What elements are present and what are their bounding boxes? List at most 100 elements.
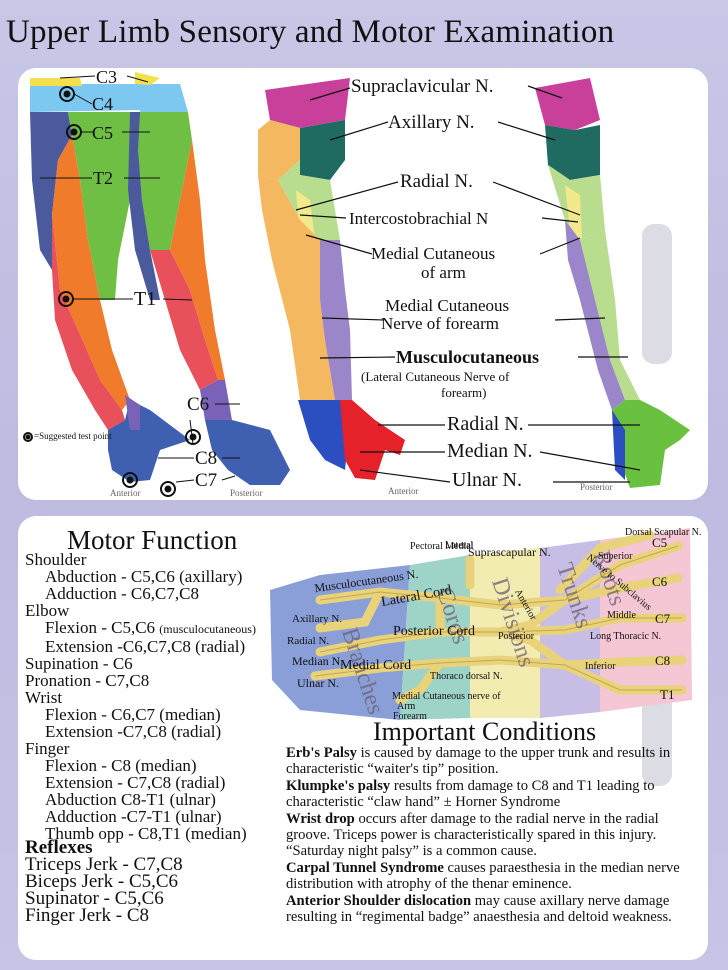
motor-line: Flexion - C5,C6 (musculocutaneous) bbox=[25, 619, 256, 638]
label-nerve-anterior: Anterior bbox=[388, 486, 419, 496]
motor-line: Adduction - C6,C7,C8 bbox=[45, 584, 199, 603]
plexus-long-thoracic: Long Thoracic N. bbox=[590, 631, 662, 642]
condition-item: Carpal Tunnel Syndrome causes paraesthes… bbox=[286, 860, 706, 893]
motor-line: Flexion - C8 (median) bbox=[45, 756, 197, 775]
plexus-radial: Radial N. bbox=[287, 635, 330, 647]
label-intercostobrachial: Intercostobrachial N bbox=[349, 209, 489, 228]
condition-desc: is caused by damage to the upper trunk a… bbox=[286, 745, 671, 778]
reflex-line: Biceps Jerk - C5,C6 bbox=[25, 871, 179, 892]
motor-line: Flexion - C6,C7 (median) bbox=[45, 705, 221, 724]
condition-name: Erb's Palsy bbox=[286, 745, 357, 761]
motor-line: Pronation - C7,C8 bbox=[25, 671, 150, 690]
motor-line: Shoulder bbox=[25, 550, 87, 569]
dermatome-c7-hand bbox=[108, 400, 190, 482]
plexus-medial-cord: Medial Cord bbox=[340, 658, 412, 673]
label-c3: C3 bbox=[96, 67, 118, 87]
condition-name: Carpal Tunnel Syndrome bbox=[286, 859, 444, 876]
plexus-c7: C7 bbox=[655, 611, 671, 626]
label-dermatome-posterior: Posterior bbox=[230, 488, 263, 498]
label-supraclavicular: Supraclavicular N. bbox=[351, 76, 494, 97]
label-medial-cutaneous-forearm-2: Nerve of forearm bbox=[381, 314, 499, 333]
motor-line: Abduction - C5,C6 (axillary) bbox=[45, 567, 243, 586]
plexus-dorsal-scapular: Dorsal Scapular N. bbox=[625, 527, 702, 538]
condition-desc: occurs after damage to the radial nerve … bbox=[286, 810, 659, 860]
dermatome-posterior-arm bbox=[128, 72, 290, 485]
motor-line-text: Flexion - C5,C6 bbox=[45, 618, 160, 637]
label-c7: C7 bbox=[195, 470, 218, 491]
nerve-anterior-arm bbox=[258, 78, 405, 480]
reflexes-list: Reflexes Triceps Jerk - C7,C8 Biceps Jer… bbox=[25, 837, 183, 926]
label-t2: T2 bbox=[93, 168, 113, 188]
nerve-posterior-arm bbox=[535, 78, 690, 488]
label-c6: C6 bbox=[187, 394, 210, 415]
condition-item: Klumpke's palsy results from damage to C… bbox=[286, 778, 706, 811]
motor-function-list: Shoulder Abduction - C5,C6 (axillary) Ad… bbox=[25, 551, 256, 842]
plexus-axillary: Axillary N. bbox=[292, 613, 343, 625]
label-musculocutaneous: Musculocutaneous bbox=[396, 347, 540, 367]
condition-item: Wrist drop occurs after damage to the ra… bbox=[286, 811, 706, 860]
label-t1: T1 bbox=[134, 288, 157, 310]
reflex-line: Triceps Jerk - C7,C8 bbox=[25, 854, 183, 875]
plexus-medial-cutaneous-1: Medial Cutaneous nerve of bbox=[392, 691, 501, 702]
condition-item: Anterior Shoulder dislocation may cause … bbox=[286, 893, 706, 926]
condition-name: Wrist drop bbox=[286, 810, 355, 827]
plexus-superior: Superior bbox=[598, 551, 633, 562]
nerve-leaders bbox=[295, 85, 641, 483]
reflexes-title: Reflexes bbox=[25, 837, 93, 858]
plexus-median: Median N. bbox=[292, 654, 344, 668]
motor-line-note: (musculocutaneous) bbox=[159, 622, 256, 636]
test-point-legend: =Suggested test point bbox=[34, 431, 112, 441]
label-c4: C4 bbox=[92, 94, 114, 114]
page-title: Upper Limb Sensory and Motor Examination bbox=[6, 14, 615, 50]
condition-desc: results from damage to C8 and T1 leading… bbox=[286, 777, 655, 811]
motor-line: Supination - C6 bbox=[25, 654, 133, 673]
motor-line: Elbow bbox=[25, 601, 70, 620]
plexus-middle: Middle bbox=[607, 610, 636, 621]
plexus-thoraco-dorsal: Thoraco dorsal N. bbox=[430, 671, 503, 682]
plexus-pectoral-lateral: Lateral bbox=[445, 540, 474, 551]
label-ulnar: Ulnar N. bbox=[452, 469, 522, 491]
motor-line: Finger bbox=[25, 739, 70, 758]
label-c8: C8 bbox=[195, 448, 218, 469]
important-conditions-title: Important Conditions bbox=[373, 717, 597, 746]
condition-name: Anterior Shoulder dislocation bbox=[286, 892, 472, 909]
dermatome-t1-region bbox=[52, 215, 125, 430]
plexus-nerve-outline bbox=[314, 545, 682, 691]
dermatome-t2-region bbox=[30, 112, 72, 270]
motor-line: Extension -C7,C8 (radial) bbox=[45, 722, 222, 741]
label-radial-upper: Radial N. bbox=[400, 171, 473, 192]
dermatome-c3-region bbox=[30, 78, 82, 86]
label-c5: C5 bbox=[92, 123, 114, 143]
motor-line: Abduction C8-T1 (ulnar) bbox=[45, 790, 216, 809]
motor-function-title: Motor Function bbox=[67, 525, 238, 555]
dermatome-c4-region bbox=[30, 84, 140, 112]
motor-line: Wrist bbox=[25, 688, 63, 707]
dermatome-leaders bbox=[40, 75, 240, 483]
plexus-medial-cutaneous-3: Forearm bbox=[393, 711, 427, 722]
plexus-inferior: Inferior bbox=[585, 661, 616, 672]
reflex-line: Finger Jerk - C8 bbox=[25, 905, 150, 926]
plexus-posterior: Posterior bbox=[498, 631, 535, 642]
condition-item: Erb's Palsy is caused by damage to the u… bbox=[286, 745, 706, 778]
motor-line: Adduction -C7-T1 (ulnar) bbox=[45, 807, 222, 826]
label-median: Median N. bbox=[447, 440, 533, 462]
label-dermatome-anterior: Anterior bbox=[110, 488, 141, 498]
label-radial-hand: Radial N. bbox=[447, 413, 524, 435]
plexus-posterior-cord: Posterior Cord bbox=[393, 624, 476, 639]
label-medial-cutaneous-arm-1: Medial Cutaneous bbox=[371, 244, 496, 263]
plexus-c5: C5 bbox=[652, 535, 668, 550]
plexus-c8: C8 bbox=[655, 653, 671, 668]
plexus-ulnar: Ulnar N. bbox=[297, 676, 339, 690]
plexus-medial-cutaneous-2: Arm bbox=[397, 701, 416, 712]
plexus-suprascapular: Suprascapular N. bbox=[468, 545, 551, 559]
label-lateral-cutaneous-2: forearm) bbox=[441, 385, 487, 400]
plexus-pectoral-medial: Pectoral Medial bbox=[410, 541, 474, 552]
condition-desc: may cause axillary nerve damage resultin… bbox=[286, 892, 672, 926]
reflex-line: Supinator - C5,C6 bbox=[25, 888, 164, 909]
label-axillary: Axillary N. bbox=[388, 112, 475, 133]
motor-line: Thumb opp - C8,T1 (median) bbox=[45, 824, 247, 843]
label-lateral-cutaneous-1: (Lateral Cutaneous Nerve of bbox=[361, 369, 510, 384]
motor-line: Extension -C6,C7,C8 (radial) bbox=[45, 637, 246, 656]
plexus-t1: T1 bbox=[660, 687, 675, 702]
